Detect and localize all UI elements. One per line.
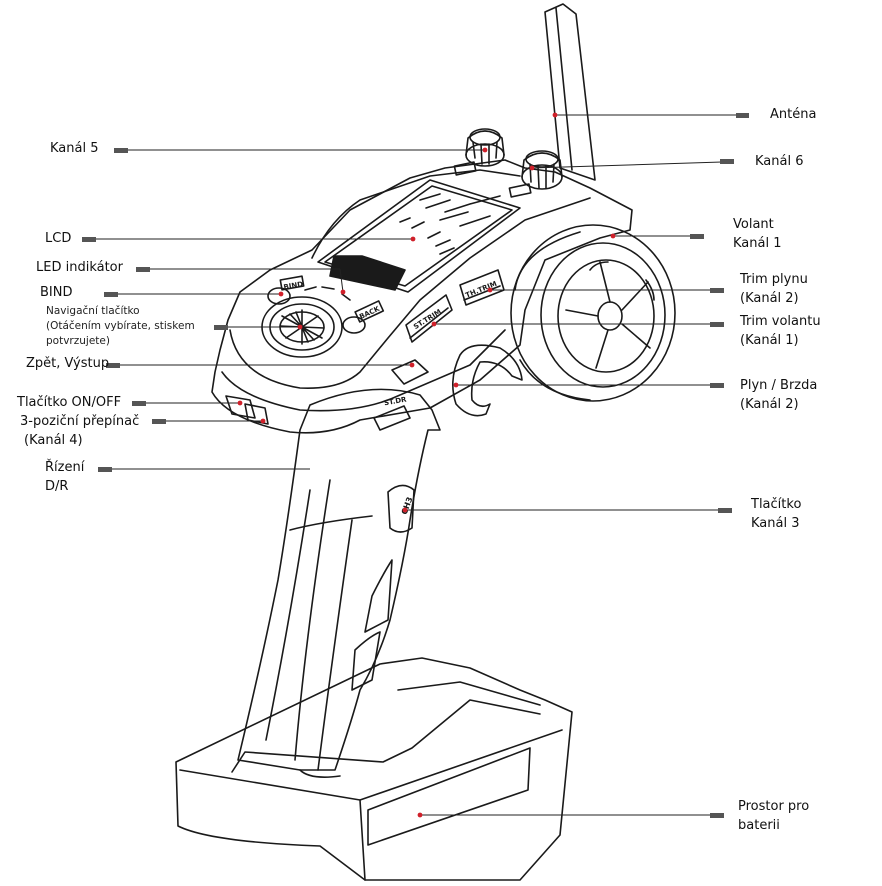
label-steering-1: Volant xyxy=(733,217,774,232)
side-button xyxy=(391,359,429,385)
label-switch-2: (Kanál 4) xyxy=(24,433,83,448)
label-steer-trim-2: (Kanál 1) xyxy=(740,333,799,348)
ch3-button xyxy=(387,484,415,533)
label-back: Zpět, Výstup xyxy=(26,356,110,371)
three-pos-switch xyxy=(244,403,269,425)
lcd-screen xyxy=(317,179,521,293)
label-nav-2: (Otáčením vybírate, stiskem xyxy=(46,320,195,332)
label-ch6: Kanál 6 xyxy=(755,154,804,169)
led-indicators xyxy=(304,286,351,301)
power-button xyxy=(225,395,256,419)
steering-wheel xyxy=(510,224,676,402)
label-power: Tlačítko ON/OFF xyxy=(17,395,122,410)
st-dr-switch xyxy=(373,405,411,431)
antenna xyxy=(544,3,596,181)
bind-button xyxy=(267,275,305,305)
label-nav-3: potvrzujete) xyxy=(46,335,110,347)
knob-ch5 xyxy=(453,128,505,176)
label-dr-2: D/R xyxy=(45,479,69,494)
st-dr-marking: ST.DR xyxy=(383,395,407,407)
label-throttle-1: Plyn / Brzda xyxy=(740,378,818,393)
st-trim-marking: ST.TRIM xyxy=(412,308,443,331)
back-marking: BACK xyxy=(358,305,381,322)
label-throttle-trim-1: Trim plynu xyxy=(740,272,808,287)
label-ch3-1: Tlačítko xyxy=(751,497,802,512)
label-dr-1: Řízení xyxy=(45,460,85,475)
label-switch-1: 3-poziční přepínač xyxy=(20,414,140,429)
label-steering-2: Kanál 1 xyxy=(733,236,782,251)
grip xyxy=(237,388,441,778)
label-battery-2: baterii xyxy=(738,818,780,833)
label-battery-1: Prostor pro xyxy=(738,799,810,814)
label-ch5: Kanál 5 xyxy=(50,141,99,156)
label-lcd: LCD xyxy=(45,231,72,246)
label-antenna: Anténa xyxy=(770,107,817,122)
bind-marking: BIND xyxy=(283,280,304,291)
main-body xyxy=(211,159,633,434)
label-nav-1: Navigační tlačítko xyxy=(46,305,140,317)
label-bind: BIND xyxy=(40,285,73,300)
throttle-trigger xyxy=(452,344,523,417)
battery-base xyxy=(175,657,573,881)
label-steer-trim-1: Trim volantu xyxy=(740,314,821,329)
label-ch3-2: Kanál 3 xyxy=(751,516,800,531)
knob-ch6 xyxy=(508,150,563,198)
label-led: LED indikátor xyxy=(36,260,123,275)
label-throttle-2: (Kanál 2) xyxy=(740,397,799,412)
st-trim xyxy=(405,294,453,343)
back-button xyxy=(342,300,385,334)
label-throttle-trim-2: (Kanál 2) xyxy=(740,291,799,306)
